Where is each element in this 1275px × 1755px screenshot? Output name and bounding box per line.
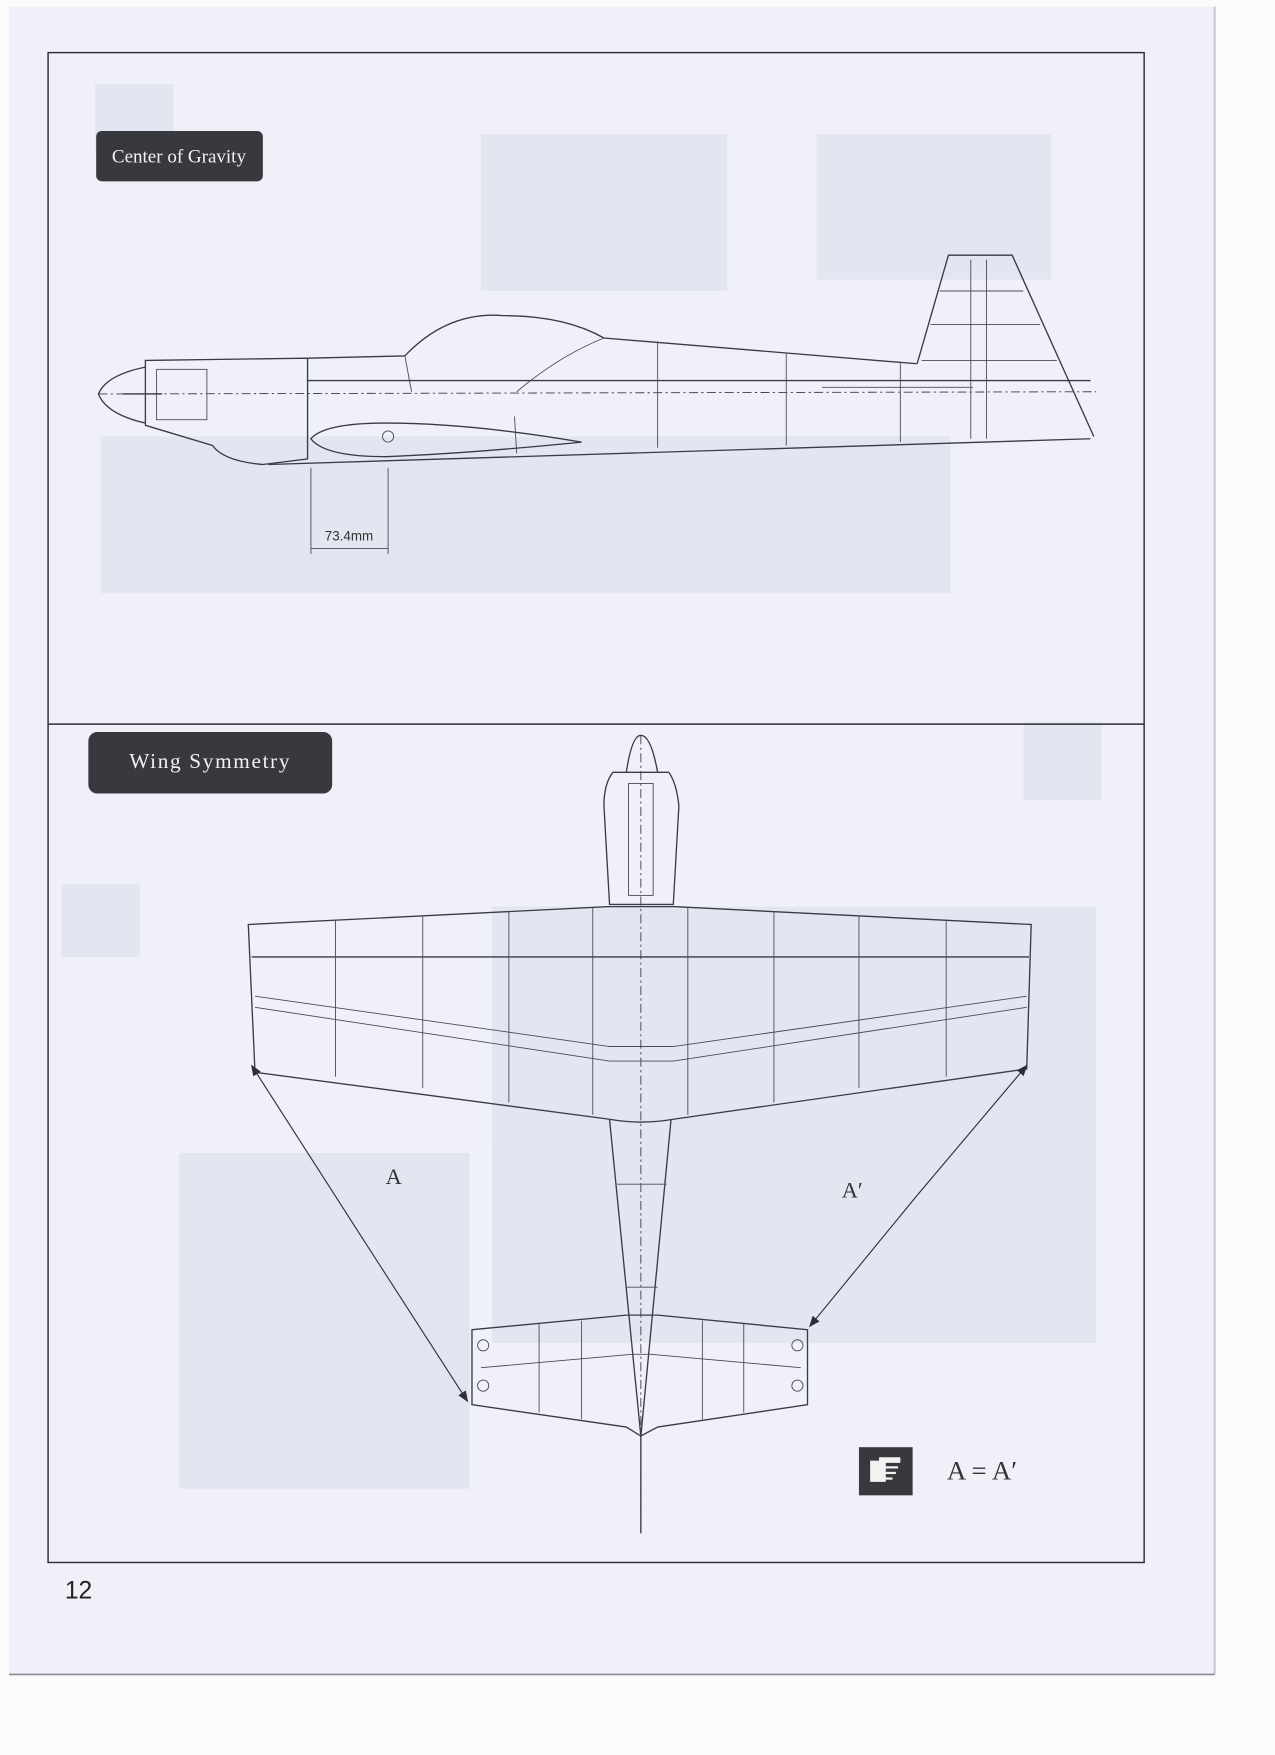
cg-dimension: 73.4mm	[325, 529, 373, 544]
top-view-drawing	[247, 734, 1032, 1534]
label-a-prime: A′	[842, 1178, 863, 1203]
measurement-arrows	[251, 1064, 1028, 1403]
center-of-gravity-heading: Center of Gravity	[96, 130, 263, 182]
svg-text:Wing Symmetry: Wing Symmetry	[129, 749, 291, 773]
pointing-hand-icon	[858, 1447, 913, 1496]
page-number: 12	[65, 1577, 92, 1604]
paper-sheet	[8, 6, 1215, 1675]
symmetry-note: A = A′	[947, 1456, 1017, 1486]
svg-text:Center of Gravity: Center of Gravity	[112, 146, 247, 167]
content-frame	[47, 51, 1145, 1564]
wing-symmetry-heading: Wing Symmetry	[88, 731, 333, 794]
label-a: A	[386, 1164, 402, 1189]
side-view-drawing: 73.4mm	[97, 254, 1097, 555]
